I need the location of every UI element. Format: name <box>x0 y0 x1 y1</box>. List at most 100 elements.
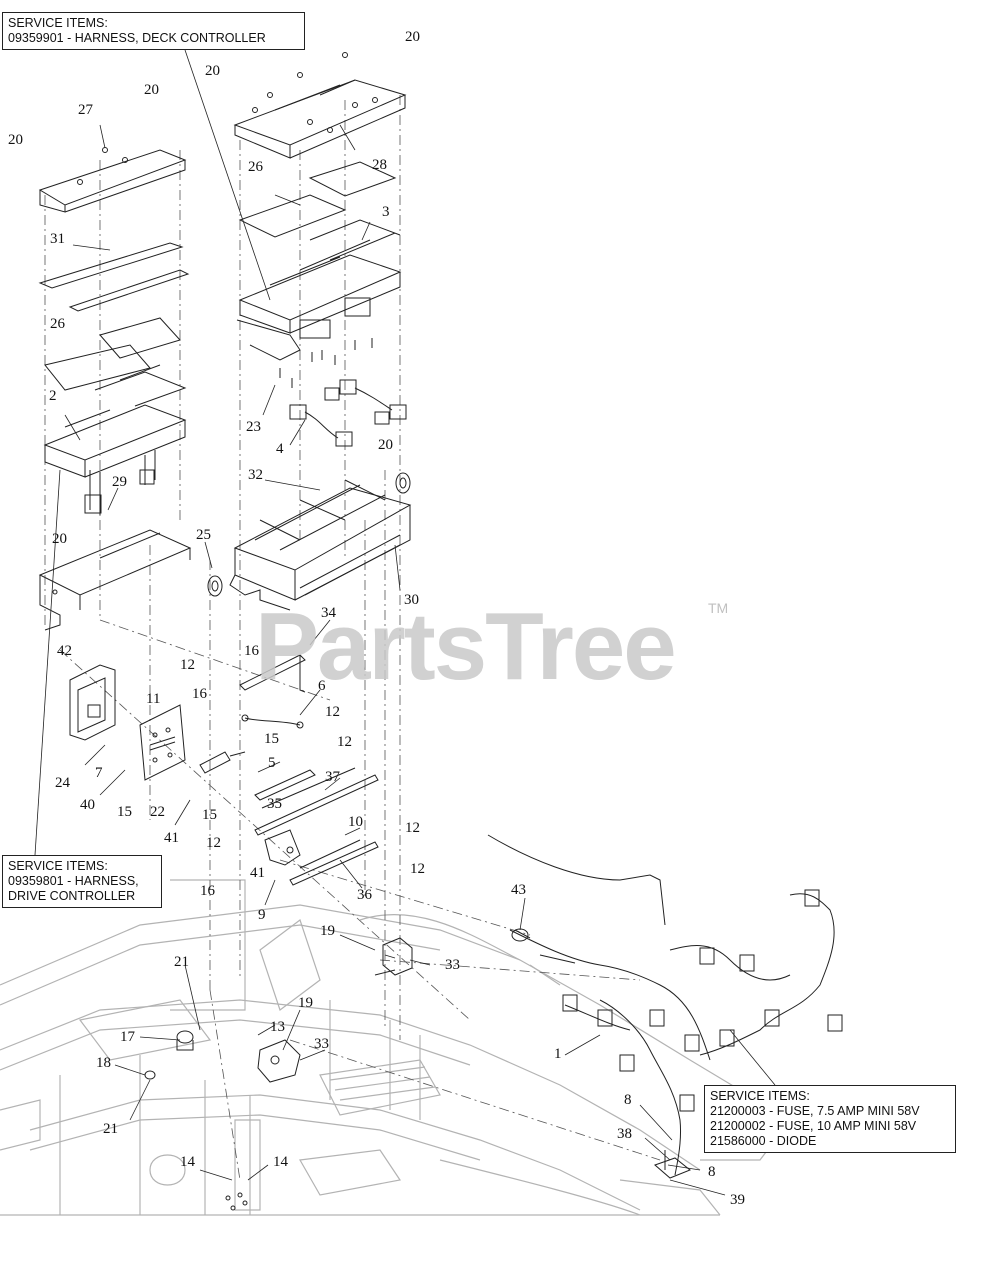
service-line: SERVICE ITEMS: <box>710 1089 810 1103</box>
callout-22: 22 <box>150 804 165 820</box>
callout-13: 13 <box>270 1019 285 1035</box>
bracket-34 <box>239 654 306 693</box>
clamp-17 <box>176 1030 194 1051</box>
callout-26: 26 <box>248 159 263 175</box>
bracket-plate-28 <box>233 52 407 159</box>
callout-25: 25 <box>196 527 211 543</box>
service-line: DRIVE CONTROLLER <box>8 889 136 903</box>
service-line: SERVICE ITEMS: <box>8 16 108 30</box>
main-harness-1 <box>487 834 843 1176</box>
callout-33: 33 <box>445 957 460 973</box>
callout-2: 2 <box>49 388 57 404</box>
callout-12: 12 <box>410 861 425 877</box>
parts-tree-watermark: PartsTree <box>255 593 677 700</box>
service-line: 21200003 - FUSE, 7.5 AMP MINI 58V <box>710 1104 920 1118</box>
callout-14: 14 <box>273 1154 288 1170</box>
callout-12: 12 <box>180 657 195 673</box>
callout-12: 12 <box>325 704 340 720</box>
pad-26-right <box>238 161 397 238</box>
callout-39: 39 <box>730 1192 745 1208</box>
callout-31: 31 <box>50 231 65 247</box>
service-line: 21200002 - FUSE, 10 AMP MINI 58V <box>710 1119 917 1133</box>
battery-module-3 <box>236 219 402 361</box>
bracket-plate-40 <box>139 704 186 781</box>
service-line: 09359901 - HARNESS, DECK CONTROLLER <box>8 31 266 45</box>
callout-20: 20 <box>8 132 23 148</box>
callout-8: 8 <box>708 1164 716 1180</box>
callout-16: 16 <box>200 883 215 899</box>
screws-14 <box>225 1192 248 1211</box>
callout-4: 4 <box>276 441 284 457</box>
callout-5: 5 <box>268 755 276 771</box>
cable-6 <box>241 714 304 729</box>
callout-20: 20 <box>405 29 420 45</box>
contactor-5 <box>199 751 246 774</box>
callout-17: 17 <box>120 1029 135 1045</box>
service-line: 09359801 - HARNESS, <box>8 874 139 888</box>
screws-23 <box>279 338 373 388</box>
callout-41: 41 <box>250 865 265 881</box>
callout-20: 20 <box>205 63 220 79</box>
controller-42 <box>69 664 116 741</box>
service-box-deck-harness: SERVICE ITEMS: 09359901 - HARNESS, DECK … <box>2 12 305 50</box>
callout-34: 34 <box>321 605 336 621</box>
callout-24: 24 <box>55 775 70 791</box>
callout-15: 15 <box>202 807 217 823</box>
callout-16: 16 <box>244 643 259 659</box>
callout-37: 37 <box>325 769 340 785</box>
callout-14: 14 <box>180 1154 195 1170</box>
callout-6: 6 <box>318 678 326 694</box>
callout-42: 42 <box>57 643 72 659</box>
battery-box-30 <box>229 479 412 611</box>
callout-18: 18 <box>96 1055 111 1071</box>
battery-module-2 <box>43 364 187 515</box>
callout-12: 12 <box>337 734 352 750</box>
callout-11: 11 <box>146 691 161 707</box>
callout-10: 10 <box>348 814 363 830</box>
alignment-lines <box>44 95 661 1181</box>
jumper-harness-4 <box>289 379 407 447</box>
bracket-plate-27 <box>38 147 187 213</box>
callout-36: 36 <box>357 887 372 903</box>
callout-43: 43 <box>511 882 526 898</box>
pad-26-left <box>44 317 181 391</box>
callout-41: 41 <box>164 830 179 846</box>
relay-33-lower <box>257 1039 301 1083</box>
callout-12: 12 <box>405 820 420 836</box>
callout-20: 20 <box>52 531 67 547</box>
callout-7: 7 <box>95 765 103 781</box>
callout-26: 26 <box>50 316 65 332</box>
callout-32: 32 <box>248 467 263 483</box>
service-box-drive-harness: SERVICE ITEMS: 09359801 - HARNESS, DRIVE… <box>2 855 162 908</box>
callout-19: 19 <box>298 995 313 1011</box>
callout-9: 9 <box>258 907 266 923</box>
fuse-bracket-38 <box>654 1150 691 1179</box>
callout-40: 40 <box>80 797 95 813</box>
callout-35: 35 <box>267 796 282 812</box>
callout-3: 3 <box>382 204 390 220</box>
service-line: SERVICE ITEMS: <box>8 859 108 873</box>
callout-38: 38 <box>617 1126 632 1142</box>
callout-15: 15 <box>264 731 279 747</box>
callout-19: 19 <box>320 923 335 939</box>
service-line: 21586000 - DIODE <box>710 1134 817 1148</box>
part-18 <box>144 1070 156 1080</box>
service-box-fuses: SERVICE ITEMS: 21200003 - FUSE, 7.5 AMP … <box>704 1085 956 1153</box>
callout-21: 21 <box>103 1121 118 1137</box>
callout-12: 12 <box>206 835 221 851</box>
callout-20: 20 <box>144 82 159 98</box>
callout-28: 28 <box>372 157 387 173</box>
callout-1: 1 <box>554 1046 562 1062</box>
strap-31 <box>38 242 190 312</box>
relay-33 <box>374 937 413 976</box>
grommet-25 <box>207 472 411 597</box>
bracket-9 <box>264 829 301 866</box>
trademark-symbol: TM <box>708 600 729 616</box>
callout-29: 29 <box>112 474 127 490</box>
callout-16: 16 <box>192 686 207 702</box>
callout-21: 21 <box>174 954 189 970</box>
battery-tray-29 <box>38 529 192 631</box>
callout-8: 8 <box>624 1092 632 1108</box>
callout-15: 15 <box>117 804 132 820</box>
